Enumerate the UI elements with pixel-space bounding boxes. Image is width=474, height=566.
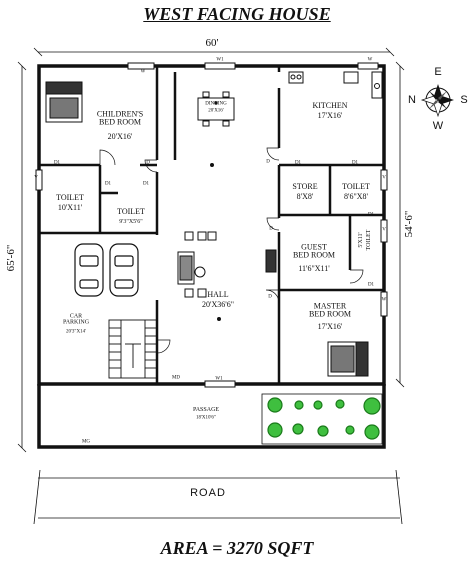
room-kitchen-name: KITCHEN [312, 100, 348, 110]
dimension-lines [17, 47, 405, 453]
dimension-top: 60' [205, 37, 219, 50]
mark-v-left: V [34, 175, 38, 181]
mark-d1-store: D1 [294, 160, 302, 166]
room-dining-size: 20'X16' [208, 108, 224, 114]
cars [74, 243, 139, 297]
room-toilet3-name: TOILET [342, 181, 370, 191]
area-label: AREA = 3270 SQFT [160, 538, 314, 558]
mark-d-kitchen: D [266, 159, 270, 165]
garden-plants [261, 393, 383, 445]
compass-n: N [408, 94, 416, 106]
mark-w-kitchen: W [367, 57, 373, 63]
room-guest-name: GUEST BED ROOM [292, 242, 336, 260]
mark-w-top: W [140, 69, 146, 75]
room-kitchen-size: 17'X16' [317, 110, 343, 120]
mark-d-guest: D [269, 226, 273, 232]
room-dining-name: DINNING [205, 101, 227, 107]
room-car-name: CAR PARKING [62, 313, 90, 326]
room-guest-size: 11'6"X11' [298, 263, 330, 273]
mark-w1-hall: W1 [215, 376, 223, 382]
mark-mg: MG [81, 439, 91, 445]
road-lines [33, 469, 403, 525]
room-passage-size: 18'X10'6" [196, 415, 216, 421]
dimension-right: 54'-6" [403, 210, 416, 238]
room-master-size: 17'X16' [317, 321, 343, 331]
mark-d1-children: D1 [53, 160, 61, 166]
road-label: ROAD [190, 487, 226, 500]
room-toilet2-name: TOILET [117, 206, 145, 216]
mark-d-master: D [268, 294, 272, 300]
mark-w1-top: W1 [216, 57, 224, 63]
room-store-size: 8'X8' [296, 191, 314, 201]
room-hall-size: 20'X36'6" [202, 299, 234, 309]
compass-w: W [432, 120, 444, 132]
room-toilet4-size: 5'X11' [357, 232, 364, 248]
mark-d-children: D [146, 160, 150, 166]
room-childrens-name: CHILDREN'S BED ROOM [96, 109, 144, 127]
room-toilet3-size: 8'6"X8' [344, 191, 368, 201]
staircase [108, 319, 158, 379]
plan-title: WEST FACING HOUSE [143, 4, 331, 24]
mark-d1-toilet1: D1 [104, 181, 112, 187]
mark-d1-toilet3: D1 [351, 160, 359, 166]
mark-d1-toilet4: D1 [367, 212, 375, 218]
interior-walls [37, 66, 384, 386]
dining-table [197, 91, 235, 127]
mark-w-master: W [381, 297, 387, 303]
mark-d1-toilet2: D1 [142, 181, 150, 187]
kitchen-fixtures [288, 71, 383, 99]
hall-furniture [177, 101, 277, 321]
room-master-name: MASTER BED ROOM [308, 301, 352, 319]
mark-v-right: V [382, 175, 386, 181]
doors [99, 147, 364, 354]
room-toilet2-size: 9'3"X5'6" [119, 218, 143, 225]
room-childrens-size: 20'X16' [107, 131, 133, 141]
mark-d1-master: D1 [367, 282, 375, 288]
dimension-left: 65'-6" [5, 244, 18, 272]
childrens-bed [45, 81, 83, 123]
master-bed [327, 341, 369, 377]
room-toilet1-name: TOILET [56, 192, 84, 202]
compass-e: E [434, 66, 442, 78]
room-passage-name: PASSAGE [192, 406, 220, 413]
room-toilet1-size: 10'X11' [57, 202, 83, 212]
windows [35, 62, 388, 388]
room-store-name: STORE [292, 181, 318, 191]
compass-rose [420, 84, 454, 118]
compass-s: S [460, 94, 468, 106]
room-car-size: 20'3"X14' [66, 329, 86, 335]
mark-v-right2: V [382, 227, 386, 233]
room-hall-name: HALL [207, 289, 229, 299]
room-toilet4-name: TOILET [365, 229, 372, 251]
mark-md: MD [171, 375, 181, 381]
